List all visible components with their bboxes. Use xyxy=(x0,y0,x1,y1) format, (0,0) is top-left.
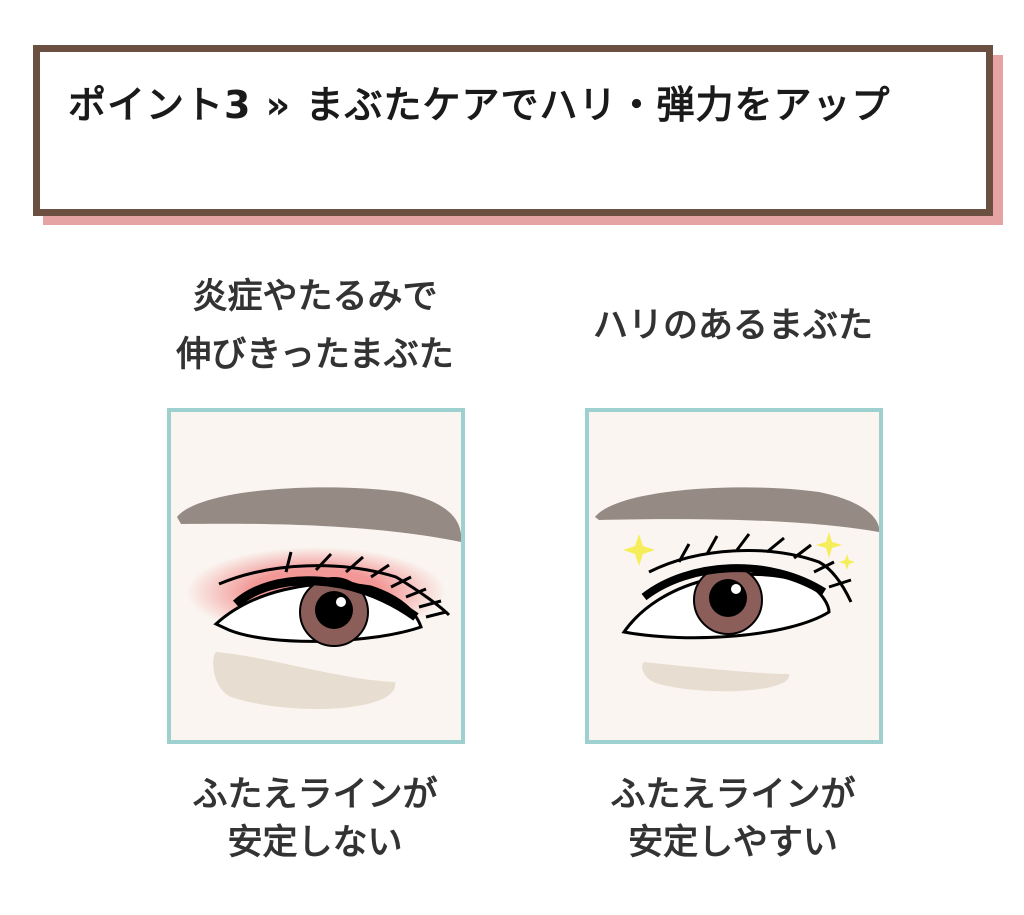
sparkle-icon xyxy=(623,532,855,570)
right-result-line1: ふたえラインが xyxy=(610,775,856,815)
eyebrow xyxy=(595,487,879,532)
left-caption-line1: 炎症やたるみで xyxy=(192,277,438,317)
eyebrow xyxy=(177,487,461,542)
left-result-line2: 安定しない xyxy=(227,823,403,863)
pupil xyxy=(709,579,747,617)
firm-eyelid-illustration xyxy=(585,408,883,744)
page-title: ポイント3 » まぶたケアでハリ・弾力をアップ xyxy=(68,83,891,127)
sagging-eyelid-illustration xyxy=(167,408,465,744)
left-result-line1: ふたえラインが xyxy=(192,775,438,815)
under-eye-shadow xyxy=(642,662,790,692)
left-caption-line2: 伸びきったまぶた xyxy=(176,335,454,375)
under-eye-shadow xyxy=(213,652,396,709)
pupil xyxy=(315,591,353,629)
right-caption: ハリのあるまぶた xyxy=(592,306,873,346)
right-result-line2: 安定しやすい xyxy=(628,823,838,863)
title-box: ポイント3 » まぶたケアでハリ・弾力をアップ xyxy=(33,45,993,216)
